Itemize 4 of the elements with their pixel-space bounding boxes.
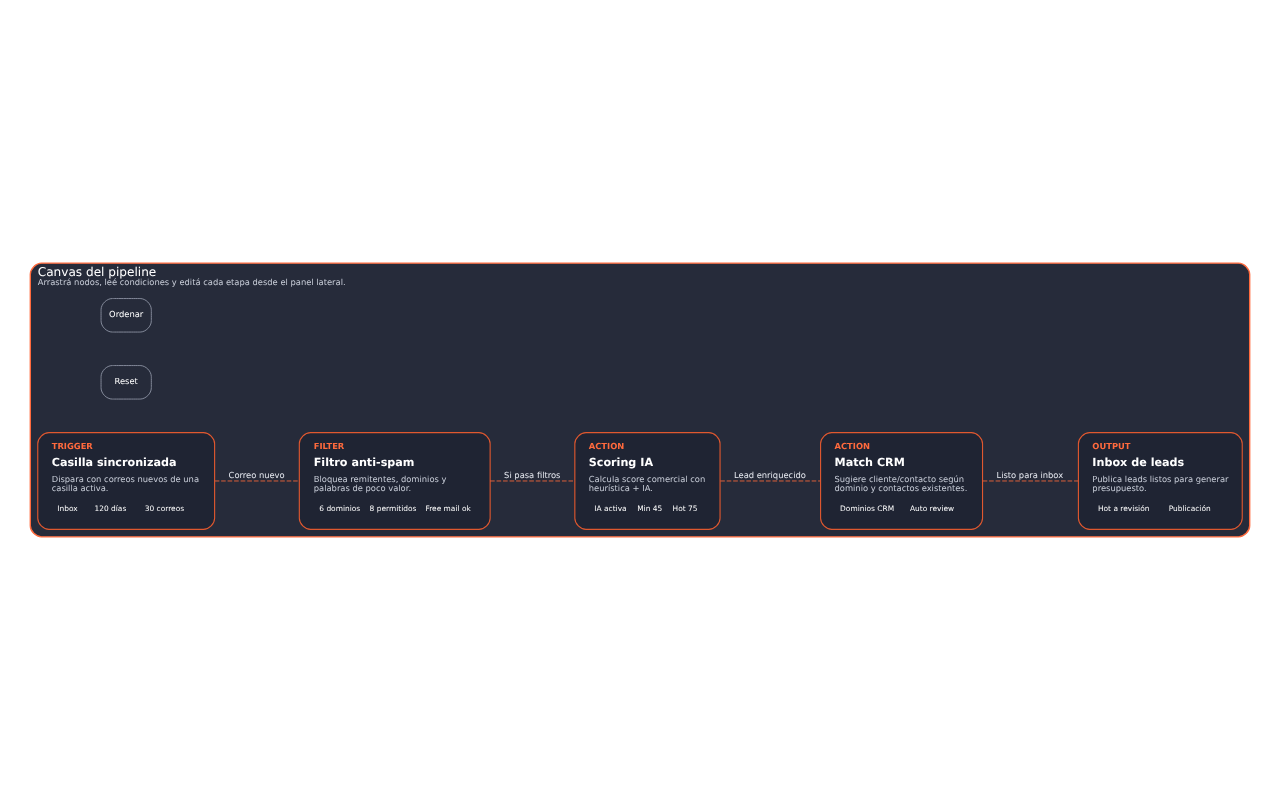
connector — [489, 480, 576, 482]
connector — [214, 480, 300, 482]
connector — [719, 480, 821, 482]
connector — [982, 480, 1079, 482]
